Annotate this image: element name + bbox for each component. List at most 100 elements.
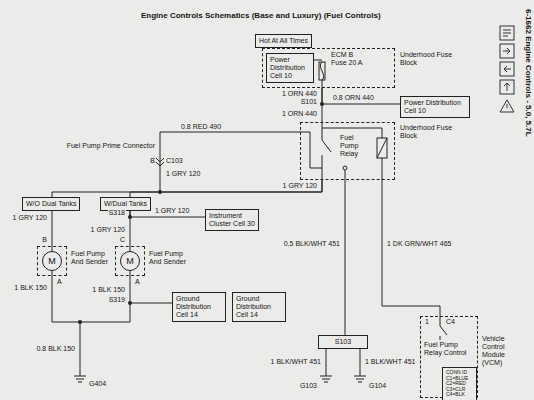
component-box: Instrument Cluster Cell 30 xyxy=(205,209,259,231)
page-icons xyxy=(500,80,514,94)
wire-connector xyxy=(345,180,346,335)
wire-label: 1 ORN 440 xyxy=(281,90,318,98)
page-icons xyxy=(504,66,511,72)
component-outline: Underhood Fuse BlockPower Distribution C… xyxy=(262,48,395,88)
wire-label: C103 xyxy=(165,157,184,165)
page-icons xyxy=(500,44,514,58)
wire-label: 1 GRY 120 xyxy=(282,182,318,190)
component-box: Power Distribution Cell 10 xyxy=(400,96,470,118)
wire-label: A xyxy=(56,278,63,286)
wire-label: 1 DK GRN/WHT 465 xyxy=(386,240,452,248)
component-box: W/O Dual Tanks xyxy=(22,197,80,211)
wire-connector xyxy=(382,180,440,316)
component-label: Fuel Pump Relay Control xyxy=(424,341,476,357)
wire-label: B xyxy=(41,236,48,244)
page-icons xyxy=(500,26,514,112)
wire-label: 1 BLK/WHT 451 xyxy=(364,358,416,366)
wires xyxy=(160,132,322,192)
component-label: Instrument Cluster Cell 30 xyxy=(209,212,255,228)
page-icons xyxy=(504,83,510,91)
wire-label: 1 GRY 120 xyxy=(12,214,48,222)
component-label: Hot At All Times xyxy=(259,37,308,45)
component-label: Underhood Fuse Block xyxy=(400,51,460,67)
wire-label: B xyxy=(149,157,156,165)
page-icons xyxy=(503,30,511,36)
wire-label: S319 xyxy=(108,296,126,304)
wires xyxy=(74,376,86,382)
wires xyxy=(52,60,447,382)
wire-label: Fuel Pump Prime Connector xyxy=(66,142,156,150)
splice-dots xyxy=(78,102,324,324)
component-outline: Fuel Pump And SenderM xyxy=(115,246,145,276)
wire-label: G103 xyxy=(299,382,318,390)
page-icons xyxy=(500,26,514,40)
component-box: CONN ID C1=BLUE C2=RED C3=CLR C4=BLK xyxy=(442,367,477,400)
page-icons xyxy=(500,100,514,112)
wire-connector xyxy=(52,211,53,246)
wires xyxy=(52,246,130,276)
motor-symbol: M xyxy=(42,251,62,271)
wires xyxy=(322,128,331,180)
component-label: Fuel Pump And Sender xyxy=(149,250,189,266)
component-box: S103 xyxy=(318,335,368,349)
wire-label: S101 xyxy=(300,98,318,106)
wires xyxy=(319,62,325,80)
component-label: Fuel Pump Relay xyxy=(340,134,373,158)
wires xyxy=(156,158,164,166)
wires xyxy=(320,376,332,382)
page-title: Engine Controls Schematics (Base and Lux… xyxy=(140,12,382,20)
wire-label: S318 xyxy=(108,209,126,217)
wire-label: 1 xyxy=(424,318,430,326)
page-header: 6-1662 Engine Controls - 5.0, 5.7L xyxy=(524,8,532,138)
wire-label: 1 BLK 150 xyxy=(91,286,126,294)
component-outline: Vehicle Control Module (VCM)Fuel Pump Re… xyxy=(420,316,478,398)
wires xyxy=(322,122,382,180)
wire-label: C4 xyxy=(445,318,456,326)
wire-label: G104 xyxy=(368,382,387,390)
component-outline: Fuel Pump And SenderM xyxy=(37,246,67,276)
wires xyxy=(343,166,347,170)
wire-label: 0.8 BLK 150 xyxy=(35,345,76,353)
wire-label: 1 GRY 120 xyxy=(165,170,201,178)
page-icons xyxy=(500,62,514,76)
component-label: Fuel Pump And Sender xyxy=(71,250,111,266)
component-label: S103 xyxy=(322,338,364,346)
wire-label: G404 xyxy=(88,380,107,388)
wires xyxy=(320,62,323,80)
component-label: Underhood Fuse Block xyxy=(400,124,460,140)
component-label: Vehicle Control Module (VCM) xyxy=(482,335,526,367)
component-label: Ground Distribution Cell 14 xyxy=(176,295,222,319)
component-label: Power Distribution Cell 10 xyxy=(404,99,466,115)
wire-label: A xyxy=(134,278,141,286)
page-icons xyxy=(503,48,510,54)
wire-label: 1 GRY 120 xyxy=(90,226,126,234)
wire-label: 1 BLK 150 xyxy=(13,284,48,292)
component-label: Ground Distribution Cell 14 xyxy=(236,295,282,319)
wire-connector xyxy=(52,180,322,197)
wire-label: 0.8 RED 490 xyxy=(180,123,222,131)
wire-label: 1 GRY 120 xyxy=(154,207,190,215)
wire-label: 0.8 ORN 440 xyxy=(332,94,375,102)
component-box: Hot At All Times xyxy=(255,34,312,48)
wire-label: ECM B Fuse 20 A xyxy=(330,51,368,67)
wire-label: 0.5 BLK/WHT 451 xyxy=(283,240,341,248)
wire-connector xyxy=(130,276,172,303)
wire-label: 1 BLK/WHT 451 xyxy=(270,358,322,366)
wire-connector xyxy=(130,180,322,197)
component-box: Power Distribution Cell 10 xyxy=(266,53,314,83)
motor-symbol: M xyxy=(120,251,140,271)
wire-connector xyxy=(322,88,400,104)
wire-label: 1 ORN 440 xyxy=(281,110,318,118)
component-label: W/O Dual Tanks xyxy=(26,200,76,208)
component-label: Power Distribution Cell 10 xyxy=(270,56,310,80)
component-label: W/Dual Tanks xyxy=(104,200,147,208)
component-outline: Underhood Fuse BlockFuel Pump Relay xyxy=(300,122,395,180)
component-label: CONN ID C1=BLUE C2=RED C3=CLR C4=BLK xyxy=(446,370,473,398)
wires xyxy=(354,376,366,382)
component-box: Ground Distribution Cell 14 xyxy=(172,292,226,322)
wire-label: C xyxy=(119,236,126,244)
wires xyxy=(326,345,360,376)
wires xyxy=(345,170,346,180)
splice-dots xyxy=(78,320,82,324)
